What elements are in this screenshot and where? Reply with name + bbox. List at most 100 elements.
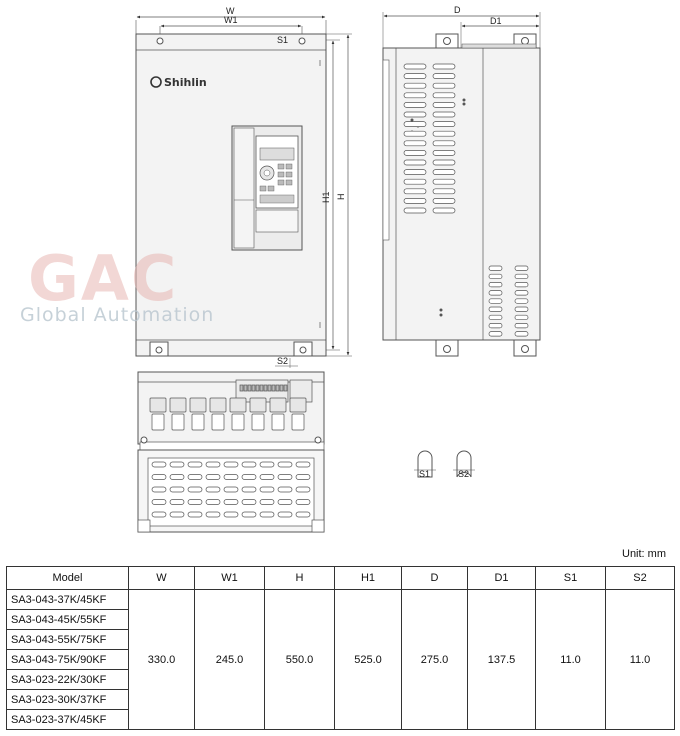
gac-watermark: GAC Global Automation [20, 242, 213, 326]
vent-slot [403, 198, 427, 204]
model-cell: SA3-023-37K/45KF [6, 709, 129, 730]
heatsink-slot [277, 511, 293, 518]
connector-pin [243, 384, 248, 392]
vent-slot [403, 188, 427, 195]
connector-pin [263, 384, 268, 392]
value-w: 330.0 [128, 589, 195, 730]
vent-slot [403, 92, 427, 99]
vent-slot [488, 331, 503, 337]
label-h1: H1 [321, 191, 331, 203]
vent-slot [514, 298, 529, 304]
vent-slot [488, 265, 503, 271]
heatsink-slot [151, 474, 167, 480]
label-s1-front: S1 [277, 35, 288, 45]
heatsink-slot [277, 474, 293, 480]
vent-slot [403, 169, 427, 175]
connector-pin [251, 384, 256, 392]
heatsink-slot [187, 461, 203, 468]
vent-slot [432, 169, 456, 175]
heatsink-slot [295, 511, 311, 518]
heatsink-slot [241, 511, 257, 518]
connector-pin [275, 384, 280, 392]
vent-slot [488, 306, 503, 312]
vent-slot [514, 265, 529, 271]
label-d1: D1 [490, 16, 502, 26]
vent-slot [403, 150, 427, 156]
heatsink-slot [259, 461, 275, 468]
vent-slot [432, 178, 456, 185]
heatsink-slot [241, 486, 257, 493]
heatsink-slot [151, 511, 167, 518]
vent-slot [432, 198, 456, 204]
vent-slot [432, 73, 456, 79]
header-d1: D1 [467, 566, 536, 590]
dimensions-table: Model W W1 H H1 D D1 S1 S2 SA3-043-37K/4… [6, 566, 675, 730]
vent-slot [432, 188, 456, 195]
connector-pin [283, 384, 288, 392]
terminal-block [269, 397, 287, 413]
heatsink-slot [205, 499, 221, 505]
header-h: H [264, 566, 335, 590]
heatsink-slot [205, 511, 221, 518]
model-cell: SA3-023-30K/37KF [6, 689, 129, 710]
side-view-vents [403, 63, 529, 337]
heatsink-slot [187, 511, 203, 518]
terminal-block [149, 397, 167, 413]
connector-pin [267, 384, 272, 392]
table-header-row: Model W W1 H H1 D D1 S1 S2 [6, 566, 675, 590]
terminal-screw [231, 413, 245, 431]
bottom-view-parts [149, 384, 311, 518]
value-d1: 137.5 [467, 589, 536, 730]
terminal-block [249, 397, 267, 413]
header-model: Model [6, 566, 129, 590]
value-h1: 525.0 [334, 589, 402, 730]
vent-slot [403, 159, 427, 166]
model-cell: SA3-043-45K/55KF [6, 609, 129, 630]
vent-slot [432, 159, 456, 166]
model-cell: SA3-023-22K/30KF [6, 669, 129, 690]
heatsink-slot [169, 499, 185, 505]
vent-slot [432, 92, 456, 99]
heatsink-slot [169, 486, 185, 493]
model-cell: SA3-043-37K/45KF [6, 589, 129, 610]
heatsink-slot [241, 461, 257, 468]
vent-slot [514, 273, 529, 280]
shihlin-logo-icon [150, 76, 162, 88]
label-s1-detail: S1 [419, 469, 430, 479]
connector-pin [259, 384, 264, 392]
vent-slot [403, 178, 427, 185]
vent-slot [488, 290, 503, 296]
vent-slot [514, 323, 529, 329]
vent-slot [432, 130, 456, 137]
unit-note: Unit: mm [622, 548, 666, 560]
heatsink-slot [151, 499, 167, 505]
vent-slot [403, 102, 427, 108]
vent-slot [403, 63, 427, 70]
terminal-screw [151, 413, 165, 431]
heatsink-slot [223, 474, 239, 480]
heatsink-slot [277, 486, 293, 493]
label-d: D [454, 5, 461, 15]
heatsink-slot [295, 474, 311, 480]
connector-pin [255, 384, 260, 392]
label-s2-detail: S2 [458, 469, 469, 479]
connector-pin [247, 384, 252, 392]
heatsink-slot [277, 499, 293, 505]
header-w: W [128, 566, 195, 590]
heatsink-slot [295, 499, 311, 505]
heatsink-slot [241, 499, 257, 505]
terminal-screw [251, 413, 265, 431]
heatsink-slot [223, 511, 239, 518]
table-row: SA3-023-22K/30KF [6, 669, 675, 690]
terminal-screw [191, 413, 205, 431]
table-row: SA3-043-75K/90KF [6, 649, 675, 670]
terminal-screw [211, 413, 225, 431]
heatsink-slot [259, 486, 275, 493]
vent-slot [488, 314, 503, 321]
vent-slot [432, 150, 456, 156]
value-d: 275.0 [401, 589, 468, 730]
heatsink-slot [295, 486, 311, 493]
heatsink-slot [187, 486, 203, 493]
heatsink-slot [169, 461, 185, 468]
value-w1: 245.0 [194, 589, 265, 730]
